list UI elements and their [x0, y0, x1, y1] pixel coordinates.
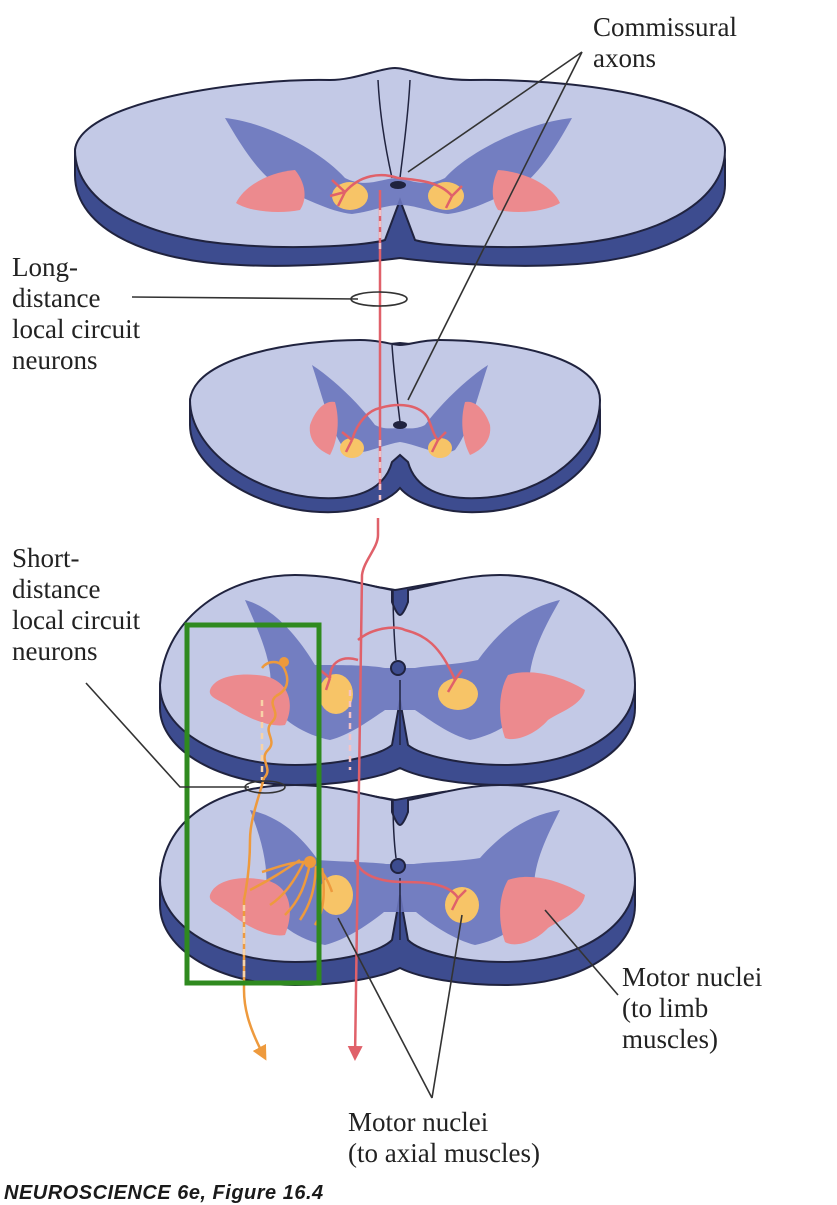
label-commissural-axons: Commissural axons	[593, 12, 738, 73]
long-neuron-left-branch-3	[328, 657, 359, 679]
section-3-midline	[392, 589, 401, 745]
leader-motor-limb	[544, 909, 619, 996]
short-distance-circle	[244, 780, 286, 794]
label-long-distance-neurons: Long- distance local circuit neurons	[12, 252, 141, 375]
section-2-lateral-motor-nucleus-right	[462, 401, 491, 455]
spinal-section-4	[158, 783, 637, 987]
long-neuron-terminal-2	[341, 431, 447, 453]
section-4-midline	[392, 799, 401, 940]
long-neuron-terminal-1-left	[329, 179, 347, 207]
long-neuron-terminal-3	[319, 669, 464, 693]
long-neuron-axon-bridge	[347, 518, 380, 1061]
leader-motor-axial-1	[337, 917, 433, 1099]
leader-lines	[85, 51, 619, 1099]
short-neuron-twisted-axon-upper	[263, 695, 277, 779]
short-distance-neuron	[242, 657, 334, 1061]
section-1-central-canal	[390, 181, 406, 189]
long-neuron-commissural-branch-4	[353, 859, 460, 899]
spinal-section-2	[188, 338, 602, 514]
section-3-central-canal	[390, 660, 406, 676]
section-4-central-canal	[390, 858, 406, 874]
short-distance-highlight-box	[184, 622, 322, 986]
section-1-gray-matter	[225, 118, 572, 214]
leader-motor-axial-2	[431, 914, 463, 1099]
section-4-axial-nucleus-right	[445, 887, 479, 923]
leader-short-distance	[85, 682, 249, 788]
label-short-distance-neurons: Short- distance local circuit neurons	[12, 543, 141, 666]
section-3-axial-nucleus-left	[319, 674, 353, 714]
section-2-central-canal	[393, 421, 407, 429]
long-neuron-terminal-1-right	[444, 185, 463, 209]
spinal-section-3	[158, 573, 637, 787]
long-neuron-commissural-branch-3	[357, 626, 457, 681]
short-neuron-cell-body	[279, 657, 289, 667]
section-1-lateral-motor-nucleus-left	[236, 170, 305, 212]
spinal-section-1	[73, 66, 727, 267]
section-3-axial-nucleus-right	[438, 678, 478, 710]
figure-credit: NEUROSCIENCE 6e, Figure 16.4	[4, 1182, 324, 1204]
leader-commissural-2	[407, 51, 583, 401]
section-2-dorsal-septum	[391, 344, 401, 423]
section-4-axial-nucleus-left	[319, 875, 353, 915]
label-motor-nuclei-limb: Motor nuclei (to limb muscles)	[622, 962, 763, 1054]
section-2-white-matter	[188, 338, 602, 500]
section-2-axial-nucleus-left	[340, 438, 364, 458]
long-neuron-commissural-branch-2	[350, 403, 439, 441]
section-1-lateral-motor-nucleus-right	[492, 170, 560, 212]
section-1-dorsal-septum	[377, 79, 411, 179]
long-distance-circle	[350, 291, 408, 307]
section-3-lateral-motor-nucleus-left	[209, 674, 290, 726]
section-1-axial-nucleus-right	[428, 182, 464, 210]
short-neuron-axon-descending	[242, 900, 267, 1061]
label-motor-nuclei-axial: Motor nuclei (to axial muscles)	[348, 1107, 540, 1168]
leader-commissural-1	[407, 51, 583, 173]
section-2-lateral-motor-nucleus-left	[309, 401, 338, 455]
section-3-lateral-motor-nucleus-right	[500, 672, 585, 740]
long-distance-neuron	[319, 174, 467, 1061]
section-2-axial-nucleus-right	[428, 438, 452, 458]
long-neuron-terminal-4	[450, 889, 467, 911]
section-4-lateral-motor-nucleus-left	[209, 878, 290, 936]
short-neuron-descending-link	[242, 777, 266, 901]
short-neuron-fan-branches	[249, 858, 325, 926]
leader-long-distance	[131, 296, 359, 300]
long-neuron-commissural-branch-1	[344, 174, 453, 197]
section-4-lateral-motor-nucleus-right	[500, 876, 585, 945]
short-neuron-soma-upper	[261, 660, 289, 698]
short-neuron-cell-body-lower	[304, 856, 316, 868]
